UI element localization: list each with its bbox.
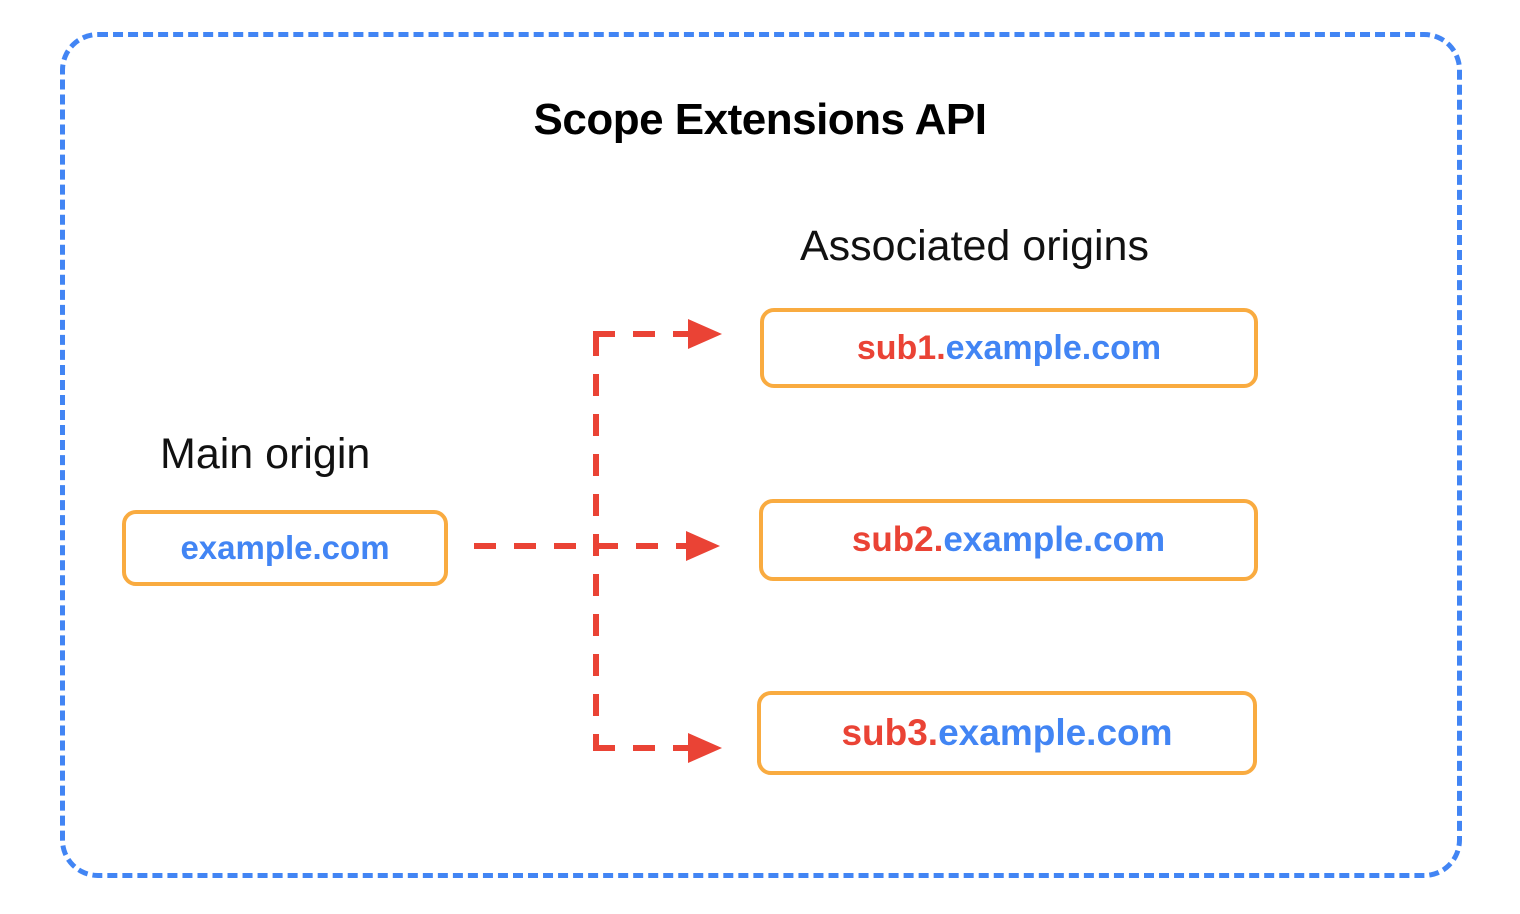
origin-box-sub2[interactable]: sub2.example.com: [759, 499, 1258, 581]
origin-domain-text: example.com: [180, 529, 390, 566]
page-title: Scope Extensions API: [533, 95, 987, 144]
main-origin-label: Main origin: [160, 430, 371, 478]
origin-domain-text: example.com: [938, 712, 1173, 753]
origin-sub-text: sub1.: [856, 328, 946, 367]
origin-box-main[interactable]: example.com: [122, 510, 448, 586]
origin-box-sub3[interactable]: sub3.example.com: [757, 691, 1257, 775]
origin-box-sub1[interactable]: sub1.example.com: [760, 308, 1258, 388]
origin-sub-text: sub2.: [851, 520, 944, 559]
origin-domain-text: example.com: [945, 328, 1162, 367]
origin-sub-text: sub3.: [841, 712, 939, 753]
associated-origins-label: Associated origins: [800, 222, 1149, 270]
origin-domain-text: example.com: [943, 520, 1166, 559]
scope-extensions-frame: [60, 32, 1462, 878]
